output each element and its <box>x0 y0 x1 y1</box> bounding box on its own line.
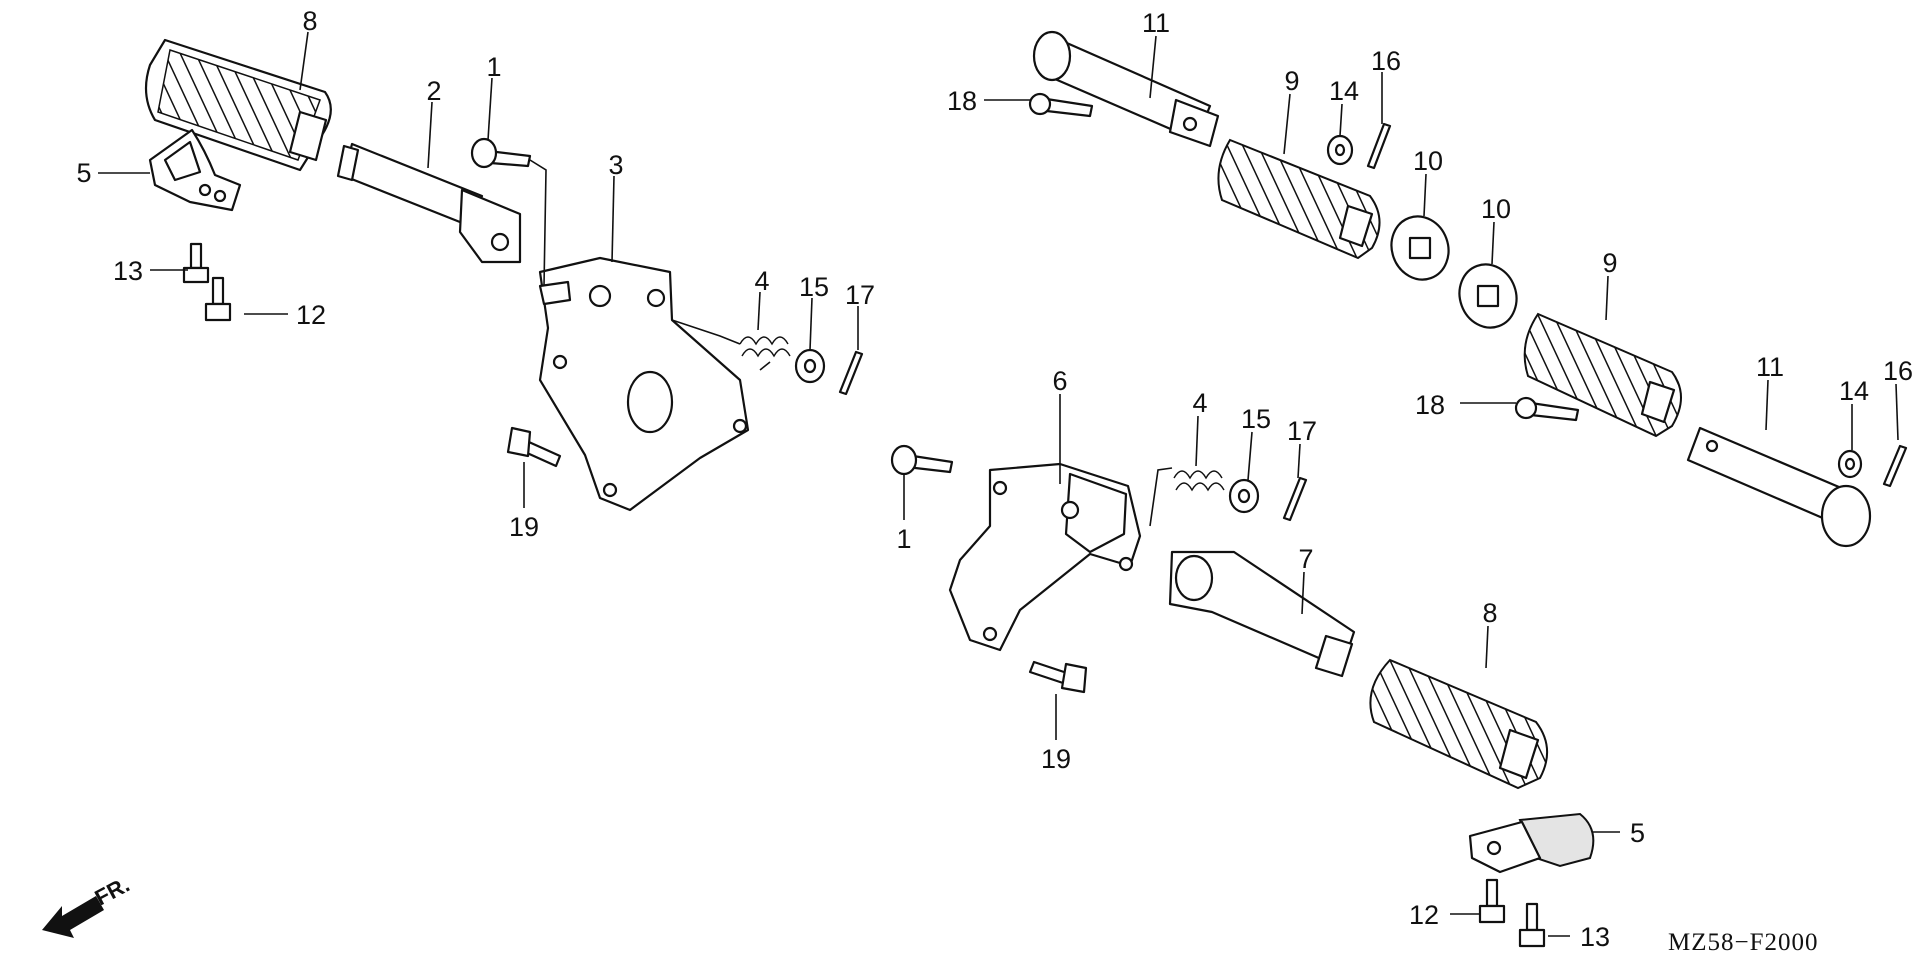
washer-14-right <box>1837 449 1863 479</box>
callout-12-left: 12 <box>296 300 326 330</box>
callout-12-right: 12 <box>1409 900 1439 930</box>
footpeg-bracket-left <box>538 256 750 512</box>
callout-15-middle: 15 <box>1241 404 1271 434</box>
heel-guard-left <box>148 128 242 212</box>
diagram-code: MZ58−F2000 <box>1668 929 1819 956</box>
pivot-pin-left <box>470 137 532 169</box>
callout-14-top: 14 <box>1329 76 1359 106</box>
callout-16-top: 16 <box>1371 46 1401 76</box>
callout-7: 7 <box>1298 544 1313 574</box>
cotter-pin-16-top <box>1366 122 1392 170</box>
callout-13-left: 13 <box>113 256 143 286</box>
callout-9-right: 9 <box>1602 248 1617 278</box>
callout-10-lower: 10 <box>1481 194 1511 224</box>
callout-15-left: 15 <box>799 272 829 302</box>
footpeg-bar-right <box>1168 550 1356 678</box>
callout-17-middle: 17 <box>1287 416 1317 446</box>
heel-guard-right <box>1468 812 1595 874</box>
callout-19-left: 19 <box>509 512 539 542</box>
cotter-pin-middle <box>1282 476 1308 522</box>
bolt-12-right <box>1478 878 1506 924</box>
callout-3: 3 <box>608 150 623 180</box>
cotter-pin-left <box>838 350 864 396</box>
callout-16-right: 16 <box>1883 356 1913 386</box>
washer-10-upper <box>1390 215 1450 281</box>
front-arrow-icon <box>42 896 104 938</box>
callout-14-right: 14 <box>1839 376 1869 406</box>
footpeg-rubber-left <box>144 38 332 172</box>
callout-2: 2 <box>426 76 441 106</box>
leader-lines <box>98 31 1899 937</box>
bolt-19-middle <box>1028 660 1088 694</box>
callout-5-right: 5 <box>1630 818 1645 848</box>
callout-labels: 8 2 1 3 5 13 12 4 15 17 19 11 18 9 14 16… <box>76 6 1913 952</box>
callout-10-upper: 10 <box>1413 146 1443 176</box>
washer-middle <box>1228 478 1260 514</box>
callout-13-right: 13 <box>1580 922 1610 952</box>
callout-18-right: 18 <box>1415 390 1445 420</box>
bolt-12-left <box>204 276 232 322</box>
bolt-13-right <box>1518 902 1546 948</box>
pivot-pin-middle <box>890 444 954 476</box>
front-direction-indicator: FR. <box>42 872 134 938</box>
peg-pin-right <box>1686 426 1872 548</box>
callout-1-middle: 1 <box>896 524 911 554</box>
spring-middle <box>1149 467 1225 527</box>
callout-8-right: 8 <box>1482 598 1497 628</box>
callout-9-top: 9 <box>1284 66 1299 96</box>
callout-18-top: 18 <box>947 86 977 116</box>
washer-left <box>794 348 826 384</box>
footpeg-bar-left <box>336 142 522 264</box>
peg-rubber-top <box>1217 138 1381 260</box>
callout-1-left: 1 <box>486 52 501 82</box>
callout-4-middle: 4 <box>1192 388 1207 418</box>
footpeg-rubber-right <box>1369 658 1548 790</box>
callout-5-left: 5 <box>76 158 91 188</box>
spring-left <box>671 319 791 371</box>
callout-11-top: 11 <box>1142 8 1170 38</box>
clevis-pin-top <box>1028 92 1094 118</box>
washer-10-lower <box>1458 263 1518 329</box>
callout-8-left: 8 <box>302 6 317 36</box>
callout-4-left: 4 <box>754 266 769 296</box>
callout-17-left: 17 <box>845 280 875 310</box>
callout-19-middle: 19 <box>1041 744 1071 774</box>
clevis-pin-right <box>1514 396 1580 422</box>
bolt-13-left <box>182 242 210 284</box>
footpeg-bracket-right <box>948 462 1142 652</box>
peg-pin-top <box>1032 30 1220 148</box>
callout-11-right: 11 <box>1756 352 1784 382</box>
callout-6: 6 <box>1052 366 1067 396</box>
washer-14-top <box>1326 134 1354 166</box>
peg-rubber-right <box>1523 312 1682 438</box>
bolt-19-left <box>506 426 562 468</box>
cotter-pin-16-right <box>1882 444 1908 488</box>
